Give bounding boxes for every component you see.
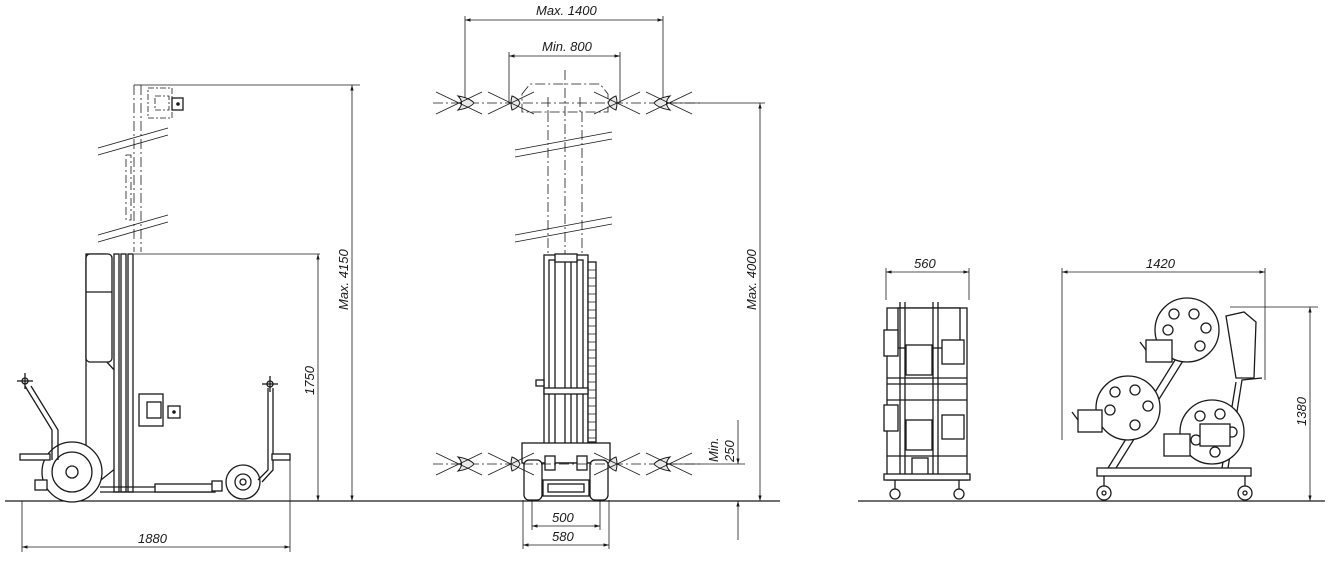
- side-big-wheel: [41, 441, 103, 503]
- folded-end-view: 560: [883, 256, 971, 500]
- cart-side-view: 1420 1380: [1061, 256, 1318, 501]
- dim-front-max-height: Max. 4000: [744, 249, 759, 310]
- side-view: Max. 4150 1750 1880: [17, 84, 360, 552]
- dim-side-height: 1750: [302, 365, 317, 395]
- dim-side-length: 1880: [138, 531, 168, 546]
- front-bottom-lamps: [435, 452, 693, 476]
- front-top-lamps: [435, 91, 693, 115]
- dim-cart-length: 1420: [1146, 256, 1176, 271]
- dim-side-max-height: Max. 4150: [336, 249, 351, 310]
- side-small-wheel: [225, 464, 261, 500]
- dim-front-inner-width: 500: [552, 510, 574, 525]
- front-view: Max. 1400 Min. 800: [433, 3, 765, 549]
- dim-front-outer-width: 580: [552, 529, 574, 544]
- dim-front-min-span: Min. 800: [542, 39, 593, 54]
- dim-folded-width: 560: [914, 256, 936, 271]
- dim-front-min-height-value: 250: [722, 440, 737, 463]
- dim-front-max-span: Max. 1400: [536, 3, 597, 18]
- dim-front-min-height-label: Min.: [706, 437, 721, 462]
- dim-cart-height: 1380: [1294, 396, 1309, 426]
